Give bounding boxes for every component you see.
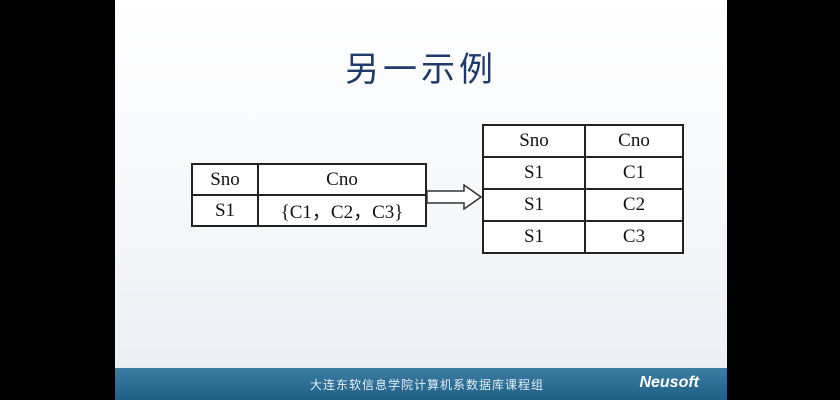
header-cell-sno: Sno xyxy=(191,163,259,196)
source-table: Sno Cno S1 {C1，C2，C3} xyxy=(191,163,427,227)
footer-text: 大连东软信息学院计算机系数据库课程组 xyxy=(310,378,545,392)
table-cell: C3 xyxy=(584,220,684,254)
table-cell: S1 xyxy=(482,188,586,222)
table-row: S1 C1 xyxy=(482,156,684,190)
table-header-row: Sno Cno xyxy=(191,163,427,196)
table-cell: S1 xyxy=(482,220,586,254)
header-cell-cno: Cno xyxy=(584,124,684,158)
table-cell: S1 xyxy=(482,156,586,190)
header-cell-cno: Cno xyxy=(257,163,427,196)
header-cell-sno: Sno xyxy=(482,124,586,158)
neusoft-logo: Neusoft xyxy=(639,374,699,391)
slide: 另一示例 Sno Cno S1 {C1，C2，C3} Sno Cno S1 C1… xyxy=(115,0,727,400)
slide-title: 另一示例 xyxy=(345,50,497,90)
table-cell: {C1，C2，C3} xyxy=(257,194,427,227)
table-cell: C2 xyxy=(584,188,684,222)
result-table: Sno Cno S1 C1 S1 C2 S1 C3 xyxy=(482,124,684,254)
table-cell: C1 xyxy=(584,156,684,190)
right-arrow-icon xyxy=(426,184,482,210)
table-row: S1 C3 xyxy=(482,220,684,254)
table-header-row: Sno Cno xyxy=(482,124,684,158)
footer-bar: 大连东软信息学院计算机系数据库课程组 Neusoft xyxy=(115,368,727,400)
table-row: S1 C2 xyxy=(482,188,684,222)
table-cell: S1 xyxy=(191,194,259,227)
table-row: S1 {C1，C2，C3} xyxy=(191,194,427,227)
